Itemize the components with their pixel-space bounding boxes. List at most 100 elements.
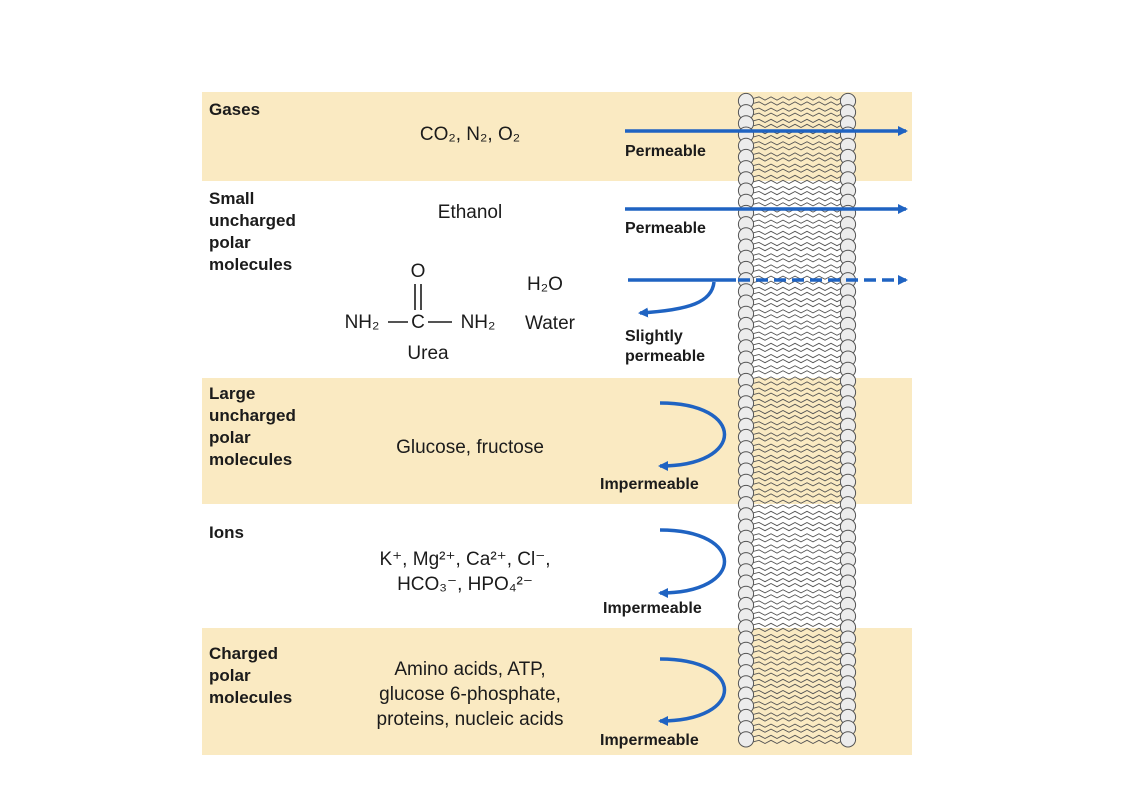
lipid-tail [752, 616, 844, 621]
lipid-tail [752, 694, 844, 700]
lipid-tail [752, 426, 844, 431]
lipid-tail [752, 152, 844, 157]
lipid-tail [752, 309, 844, 314]
lipid-tail [752, 264, 844, 269]
lipid-tail [752, 712, 844, 717]
lipid-tail [752, 336, 844, 341]
lipid-tail [752, 275, 844, 280]
lipid-tail [752, 605, 844, 610]
lipid-tail [752, 291, 844, 297]
lipid-tail [752, 627, 844, 633]
lipid-tail [752, 717, 844, 722]
lipid-tail [752, 645, 844, 650]
lipid-tail [752, 728, 844, 733]
lipid-tail [752, 488, 844, 493]
lipid-tail [752, 633, 844, 639]
lipid-tail [752, 370, 844, 375]
lipid-tail [752, 403, 844, 409]
lipid-tail [752, 235, 844, 241]
permeability-charged-polar: Impermeable [600, 732, 699, 749]
lipid-tail [752, 459, 844, 465]
lipid-tail [752, 269, 844, 274]
arrow-impermeable-ions [658, 528, 727, 598]
lipid-tail [752, 219, 844, 224]
lipid-tail [752, 179, 844, 185]
lipid-tail [752, 470, 844, 476]
water-formula: H₂O [527, 274, 563, 295]
lipid-tail [752, 224, 844, 229]
lipid-tail [752, 325, 844, 330]
category-ions: Ions [209, 523, 244, 542]
lipid-tail [752, 482, 844, 487]
permeability-water-urea: Slightly permeable [625, 328, 706, 365]
lipid-tail [752, 392, 844, 397]
lipid-tail [752, 409, 844, 415]
permeability-large-uncharged: Impermeable [600, 476, 699, 493]
permeability-ethanol: Permeable [625, 220, 706, 237]
lipid-tail [752, 739, 844, 745]
lipid-tail [752, 622, 844, 628]
lipid-tail [752, 258, 844, 263]
category-gases: Gases [209, 100, 261, 119]
lipid-tail [752, 241, 844, 247]
lipid-tail [752, 521, 844, 527]
lipid-tail [752, 432, 844, 437]
lipid-tail [752, 353, 844, 359]
lipid-tail [752, 246, 844, 252]
molecules-charged-polar: Amino acids, ATP, glucose 6-phosphate, p… [376, 659, 564, 730]
lipid-tail [752, 493, 844, 498]
lipid-tail [752, 566, 844, 572]
lipid-tail [752, 190, 844, 196]
arrow-impermeable-charged [658, 657, 727, 726]
lipid-tail [752, 533, 844, 538]
lipid-tail [752, 381, 844, 386]
lipid-tail [752, 197, 844, 202]
lipid-tail [752, 656, 844, 661]
urea-nh2-right: NH₂ [460, 312, 496, 333]
lipid-tail [752, 123, 844, 129]
molecules-large-uncharged: Glucose, fructose [396, 437, 544, 458]
lipid-tail [752, 510, 844, 516]
urea-carbon: C [411, 312, 425, 333]
molecules-ions: K⁺, Mg²⁺, Ca²⁺, Cl⁻, HCO₃⁻, HPO₄²⁻ [379, 549, 551, 595]
lipid-tail [752, 342, 844, 348]
lipid-tail [752, 320, 844, 325]
lipid-tail [752, 701, 844, 706]
lipid-head [839, 731, 857, 748]
lipid-tail [752, 448, 844, 453]
urea-nh2-left: NH₂ [344, 312, 380, 333]
lipid-tail [752, 549, 844, 554]
lipid-tail [752, 253, 844, 258]
lipid-tail [752, 141, 844, 146]
lipid-tail [752, 163, 844, 168]
lipid-tail [752, 376, 844, 381]
lipid-tail [752, 499, 844, 504]
urea-name: Urea [407, 343, 449, 364]
lipid-tail [752, 672, 844, 677]
lipid-tail [752, 213, 844, 218]
lipid-tail [752, 723, 844, 728]
lipid-tail [752, 280, 844, 285]
lipid-tail [752, 589, 844, 594]
lipid-tail [752, 477, 844, 482]
urea-oxygen: O [410, 261, 426, 282]
lipid-tail [752, 96, 844, 101]
lipid-tail [752, 526, 844, 532]
molecules-ethanol: Ethanol [437, 202, 503, 223]
category-charged-polar: Charged polar molecules [209, 644, 293, 707]
lipid-tail [752, 365, 844, 370]
lipid-tail [752, 134, 844, 140]
molecules-water: Water [525, 313, 575, 334]
lipid-head [737, 731, 755, 748]
lipid-tail [752, 706, 844, 711]
lipid-tail [752, 421, 844, 426]
lipid-tail [752, 302, 844, 308]
lipid-tail [752, 174, 844, 180]
lipid-tail [752, 331, 844, 336]
lipid-tail [752, 689, 844, 695]
lipid-tail [752, 667, 844, 672]
molecules-gases: CO₂, N₂, O₂ [419, 124, 521, 145]
lipid-tail [752, 454, 844, 460]
